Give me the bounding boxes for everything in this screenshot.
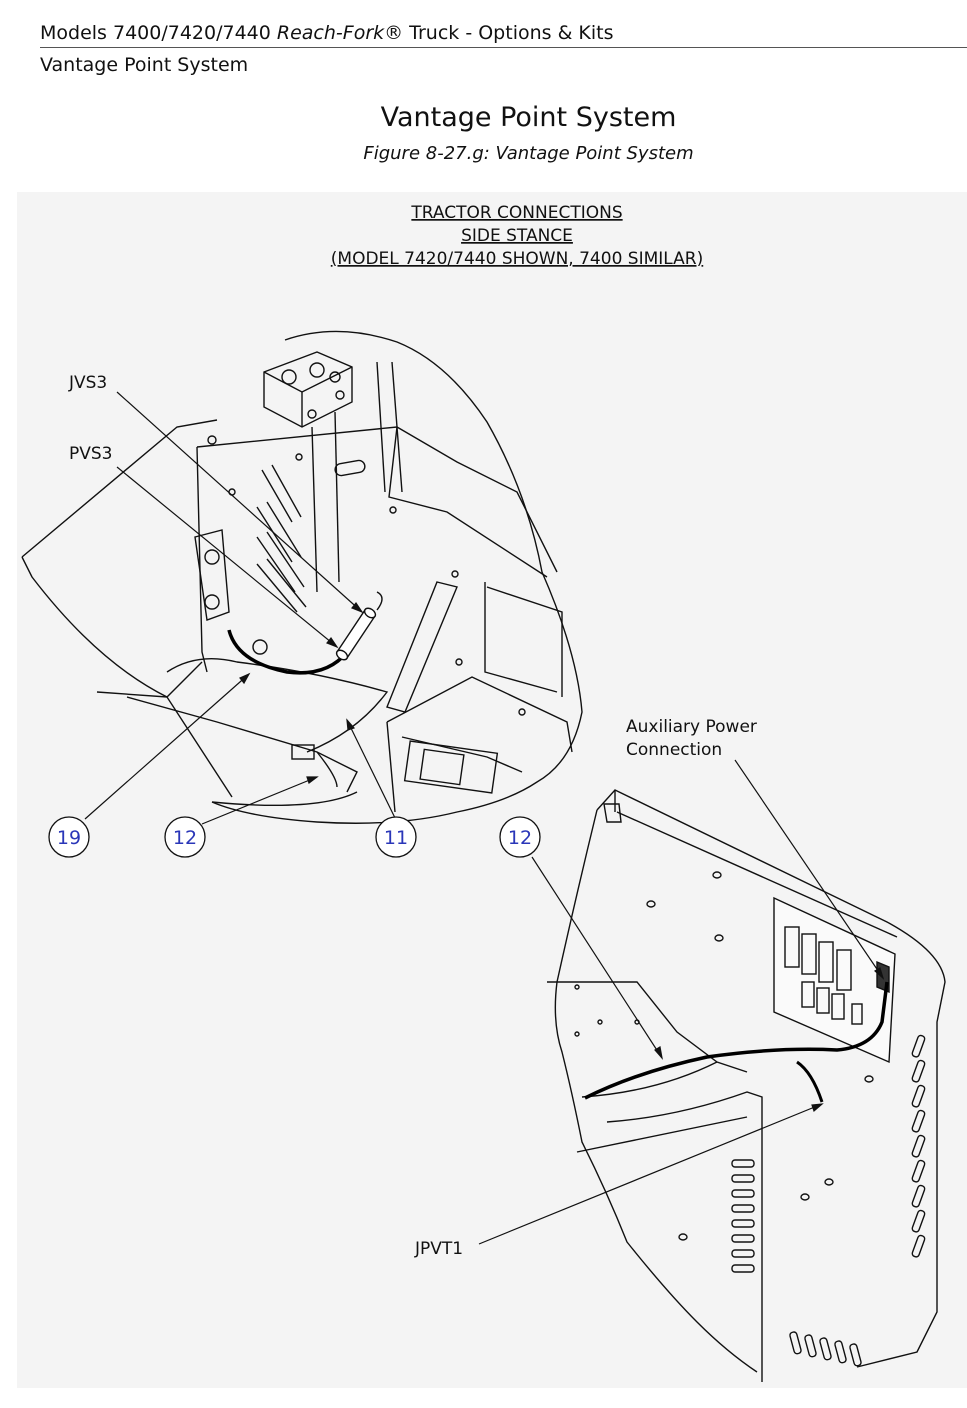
tractor-panel-drawing	[21, 330, 583, 824]
callout-12-right: 12	[499, 816, 541, 858]
callout-12-left: 12	[164, 816, 206, 858]
auxiliary-panel-drawing	[547, 789, 946, 1382]
label-pvs3: PVS3	[69, 444, 113, 464]
header-suffix: ® Truck - Options & Kits	[384, 22, 614, 44]
label-jpvt1: JPVT1	[414, 1239, 463, 1259]
figure-heading-3: (MODEL 7420/7440 SHOWN, 7400 SIMILAR)	[331, 249, 703, 269]
page-title: Vantage Point System	[380, 102, 677, 133]
jpvt1-cable	[796, 1060, 824, 1103]
connector-jvs3-pvs3	[335, 591, 383, 661]
harness-cable	[227, 629, 364, 675]
leader-lines	[84, 391, 398, 825]
svg-text:11: 11	[384, 827, 408, 849]
header-rule	[40, 47, 967, 48]
label-auxiliary-power-2: Connection	[626, 740, 722, 760]
leader-lines-right	[478, 759, 885, 1245]
figure-heading-1: TRACTOR CONNECTIONS	[410, 203, 622, 223]
header-model-text: Models 7400/7420/7440	[40, 22, 277, 44]
technical-drawing: TRACTOR CONNECTIONS SIDE STANCE (MODEL 7…	[21, 203, 946, 1382]
svg-text:12: 12	[173, 827, 197, 849]
figure-caption: Figure 8-27.g: Vantage Point System	[363, 143, 694, 164]
svg-text:12: 12	[508, 827, 532, 849]
header-title: Models 7400/7420/7440 Reach-Fork® Truck …	[40, 20, 967, 46]
label-jvs3: JVS3	[68, 373, 107, 393]
callout-11: 11	[375, 816, 417, 858]
svg-text:19: 19	[57, 827, 81, 849]
auxiliary-harness-cable	[584, 981, 889, 1100]
page-header: Models 7400/7420/7440 Reach-Fork® Truck …	[40, 20, 967, 46]
callout-19: 19	[48, 816, 90, 858]
figure-drawing: TRACTOR CONNECTIONS SIDE STANCE (MODEL 7…	[17, 192, 967, 1388]
header-section: Vantage Point System	[40, 54, 249, 76]
header-brand: Reach-Fork	[276, 22, 385, 44]
figure-heading-2: SIDE STANCE	[461, 226, 573, 246]
label-auxiliary-power-1: Auxiliary Power	[626, 717, 757, 737]
